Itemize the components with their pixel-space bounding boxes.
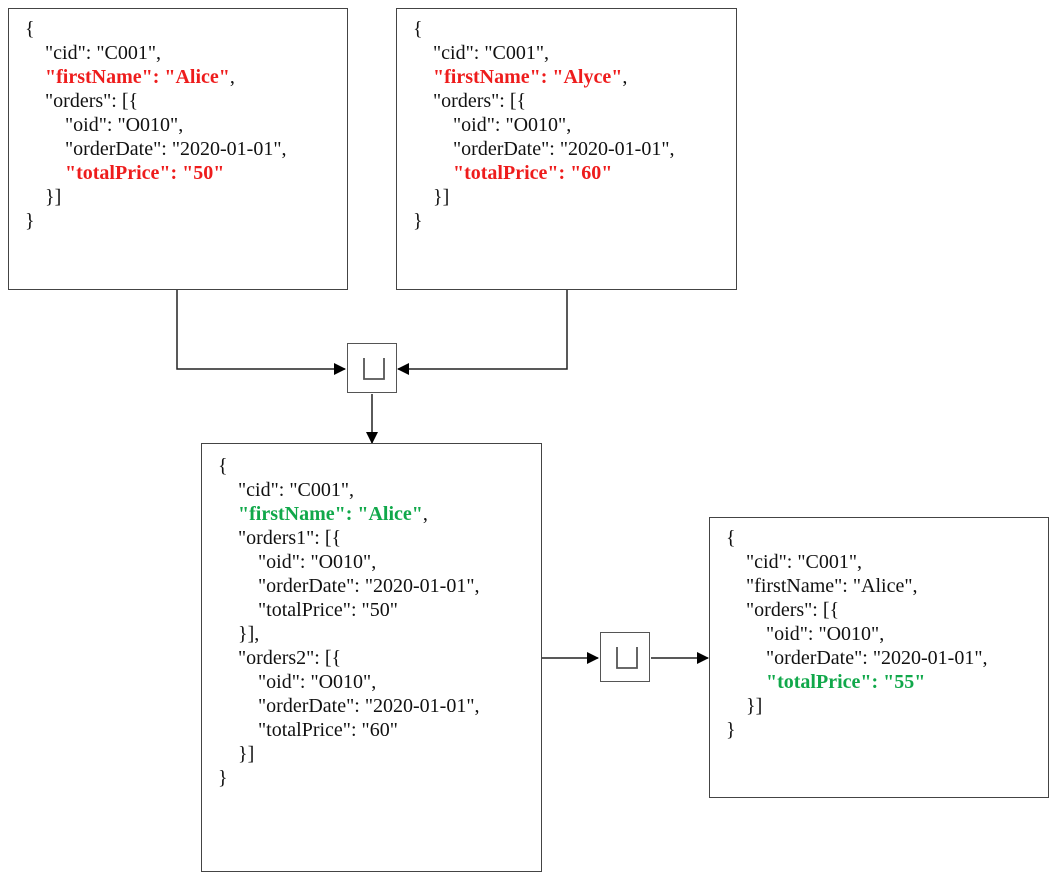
code-line: { (726, 526, 987, 550)
code-line: "totalPrice": "50" (25, 161, 286, 185)
code-line: "orderDate": "2020-01-01", (218, 694, 479, 718)
code-line: "firstName": "Alice", (218, 502, 479, 526)
highlighted-field: "firstName": "Alice" (238, 503, 423, 525)
code-line: "firstName": "Alyce", (413, 65, 674, 89)
code-text: }] (45, 186, 62, 208)
union-operator-node (600, 632, 650, 682)
code-text: "orderDate": "2020-01-01", (453, 138, 675, 160)
code-text: { (726, 527, 736, 549)
union-icon (616, 647, 638, 669)
code-punctuation: , (422, 503, 428, 525)
code-text: "cid": "C001", (45, 42, 161, 64)
code-line: } (25, 209, 286, 233)
json-doc-merged: {"cid": "C001","firstName": "Alice","ord… (201, 443, 542, 872)
code-text: }] (746, 695, 763, 717)
code-line: }] (726, 694, 987, 718)
code-text: } (218, 767, 228, 789)
code-text: } (726, 719, 736, 741)
code-text: { (25, 18, 35, 40)
code-line: "firstName": "Alice", (726, 574, 987, 598)
code-line: "firstName": "Alice", (25, 65, 286, 89)
code-text: "oid": "O010", (258, 551, 377, 573)
code-text: "oid": "O010", (766, 623, 885, 645)
code-text: "oid": "O010", (65, 114, 184, 136)
code-text: "orders": [{ (433, 90, 527, 112)
code-line: "cid": "C001", (218, 478, 479, 502)
code-text: "orders": [{ (746, 599, 840, 621)
code-line: { (218, 454, 479, 478)
code-punctuation: , (622, 66, 628, 88)
highlighted-field: "totalPrice": "50" (65, 162, 225, 184)
code-line: "orderDate": "2020-01-01", (25, 137, 286, 161)
code-line: "orderDate": "2020-01-01", (726, 646, 987, 670)
code-line: { (25, 17, 286, 41)
highlighted-field: "totalPrice": "60" (453, 162, 613, 184)
code-line: }], (218, 622, 479, 646)
json-code: {"cid": "C001","firstName": "Alyce","ord… (413, 17, 674, 233)
edge-doc-a-to-union (176, 289, 346, 375)
code-text: "orders2": [{ (238, 647, 342, 669)
code-text: "cid": "C001", (746, 551, 862, 573)
code-text: "orderDate": "2020-01-01", (766, 647, 988, 669)
json-doc-resolved: {"cid": "C001","firstName": "Alice","ord… (709, 517, 1049, 798)
code-line: }] (218, 742, 479, 766)
edge-doc-b-to-union (397, 289, 568, 375)
json-doc-source-a: {"cid": "C001","firstName": "Alice","ord… (8, 8, 348, 290)
code-line: "totalPrice": "60" (218, 718, 479, 742)
code-text: { (218, 455, 228, 477)
code-text: "cid": "C001", (238, 479, 354, 501)
code-line: "orderDate": "2020-01-01", (413, 137, 674, 161)
code-text: "totalPrice": "60" (258, 719, 398, 741)
code-line: "orders": [{ (726, 598, 987, 622)
code-line: "oid": "O010", (218, 550, 479, 574)
code-text: "cid": "C001", (433, 42, 549, 64)
code-line: }] (413, 185, 674, 209)
code-text: "orderDate": "2020-01-01", (258, 575, 480, 597)
code-text: "orders1": [{ (238, 527, 342, 549)
code-line: "totalPrice": "60" (413, 161, 674, 185)
json-doc-source-b: {"cid": "C001","firstName": "Alyce","ord… (396, 8, 737, 290)
code-text: { (413, 18, 423, 40)
code-line: "oid": "O010", (218, 670, 479, 694)
code-line: "totalPrice": "55" (726, 670, 987, 694)
code-line: "cid": "C001", (25, 41, 286, 65)
code-text: "orderDate": "2020-01-01", (258, 695, 480, 717)
code-text: }] (433, 186, 450, 208)
code-line: "orders1": [{ (218, 526, 479, 550)
union-operator-node (347, 343, 397, 393)
code-text: } (413, 210, 423, 232)
code-line: } (726, 718, 987, 742)
json-code: {"cid": "C001","firstName": "Alice","ord… (25, 17, 286, 233)
code-text: } (25, 210, 35, 232)
code-line: "orders": [{ (413, 89, 674, 113)
code-punctuation: , (229, 66, 235, 88)
code-text: "firstName": "Alice", (746, 575, 918, 597)
code-line: } (413, 209, 674, 233)
union-icon (363, 358, 385, 380)
code-line: "oid": "O010", (726, 622, 987, 646)
code-text: "oid": "O010", (258, 671, 377, 693)
highlighted-field: "totalPrice": "55" (766, 671, 926, 693)
code-line: "orders": [{ (25, 89, 286, 113)
code-line: "orderDate": "2020-01-01", (218, 574, 479, 598)
code-text: }] (238, 743, 255, 765)
code-line: { (413, 17, 674, 41)
code-text: "oid": "O010", (453, 114, 572, 136)
code-line: "oid": "O010", (25, 113, 286, 137)
code-line: "orders2": [{ (218, 646, 479, 670)
code-line: "totalPrice": "50" (218, 598, 479, 622)
highlighted-field: "firstName": "Alice" (45, 66, 230, 88)
code-line: } (218, 766, 479, 790)
code-line: }] (25, 185, 286, 209)
code-text: }], (238, 623, 260, 645)
code-text: "orderDate": "2020-01-01", (65, 138, 287, 160)
code-line: "oid": "O010", (413, 113, 674, 137)
code-text: "totalPrice": "50" (258, 599, 398, 621)
highlighted-field: "firstName": "Alyce" (433, 66, 623, 88)
code-line: "cid": "C001", (413, 41, 674, 65)
code-line: "cid": "C001", (726, 550, 987, 574)
json-code: {"cid": "C001","firstName": "Alice","ord… (218, 454, 479, 790)
json-code: {"cid": "C001","firstName": "Alice","ord… (726, 526, 987, 742)
code-text: "orders": [{ (45, 90, 139, 112)
